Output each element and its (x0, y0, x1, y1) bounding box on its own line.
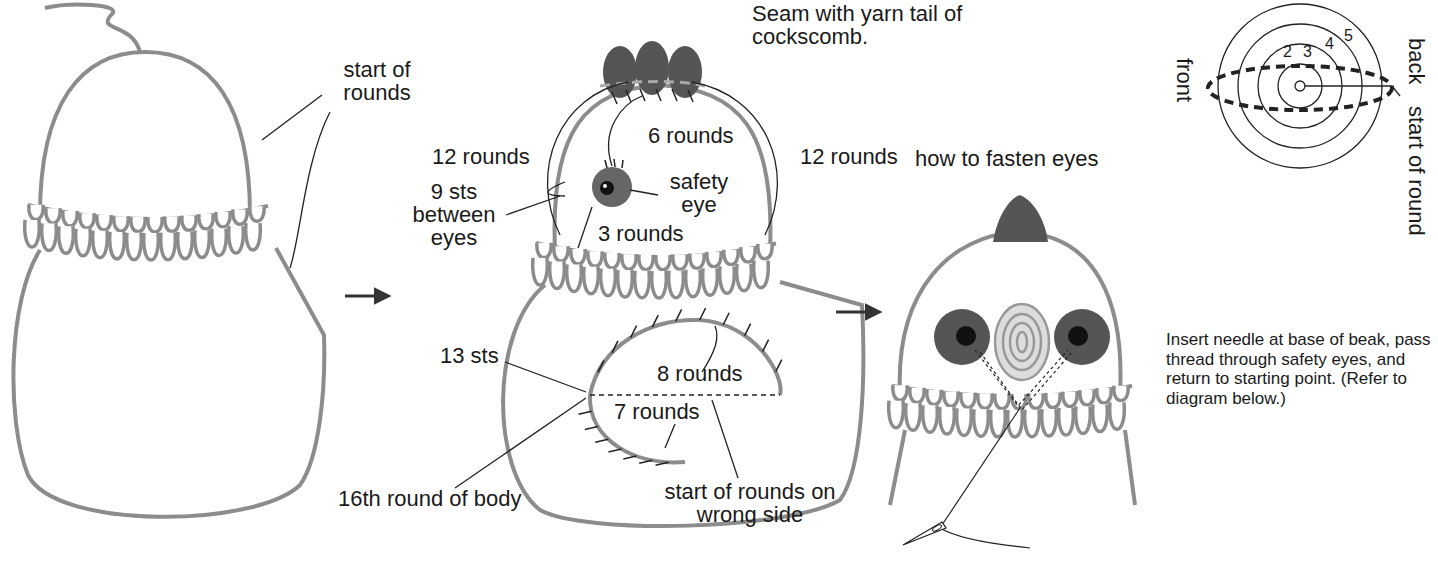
cockscomb (993, 195, 1048, 242)
dimension-label: 8 rounds (657, 362, 743, 385)
part-label: safety eye (660, 170, 738, 216)
note-label: Seam with yarn tail of cockscomb. (752, 2, 967, 48)
dimension-label: 9 sts between eyes (400, 180, 508, 249)
step-heading: how to fasten eyes (915, 147, 1098, 170)
beak (995, 304, 1049, 380)
dashed-line (590, 394, 780, 395)
figure-head-3 (889, 232, 1135, 505)
figure-body-1 (13, 5, 324, 517)
note-label: start of rounds (322, 58, 432, 104)
dimension-label: 13 sts (440, 344, 499, 367)
dimension-label: 12 rounds (800, 145, 898, 168)
rounds-diagram (1208, 4, 1400, 168)
instruction-text: Insert needle at base of beak, pass thre… (1166, 330, 1434, 408)
note-label: 16th round of body (338, 487, 521, 510)
round-number: 2 (1283, 44, 1292, 61)
dimension-label: 12 rounds (432, 145, 530, 168)
cockscomb (600, 41, 705, 104)
note-label: start of rounds on wrong side (655, 480, 845, 526)
thread-path (940, 350, 1072, 548)
safety-eye (592, 159, 632, 207)
needle (903, 522, 946, 545)
leader-lines (262, 82, 777, 488)
round-number: 3 (1303, 44, 1312, 61)
dimension-label: 3 rounds (598, 222, 684, 245)
round-number: 5 (1344, 28, 1353, 45)
dimension-label: 6 rounds (648, 124, 734, 147)
note-label: start of round (1405, 106, 1428, 236)
flow-arrow (345, 296, 879, 312)
stitch-marks (579, 308, 782, 465)
direction-label: back (1405, 38, 1428, 84)
direction-label: front (1173, 58, 1196, 102)
round-number: 4 (1325, 36, 1334, 53)
dimension-label: 7 rounds (614, 400, 700, 423)
